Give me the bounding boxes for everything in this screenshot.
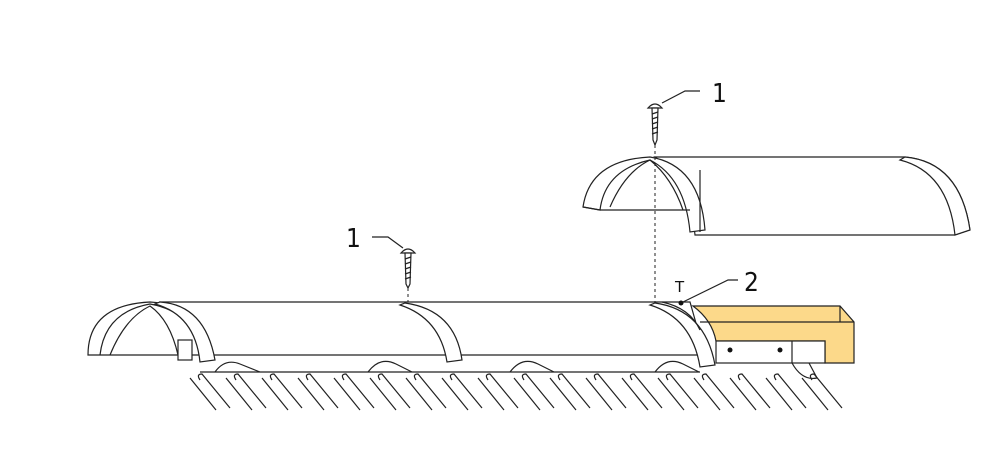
tile-edge [477,377,505,411]
tile-edge [801,377,829,411]
tile-slat [197,373,231,409]
roof-tiles [189,360,843,411]
leader-line [682,279,738,303]
tile-crest [214,361,261,373]
tile-crest [509,360,555,373]
tile-edge [405,377,433,411]
tile-edge [189,377,217,411]
tile-slat [449,373,483,409]
tile-edge [297,377,325,411]
tile-slat [233,373,267,409]
callout-1-lower: 1 [346,224,361,254]
tile-edge [333,377,361,411]
tile-slat [377,373,411,409]
nail-hole [777,347,783,353]
seal-point [678,300,684,306]
tile-edge [765,377,793,411]
new-ridge-cap [582,156,971,236]
tile-crest [654,360,700,373]
callout-1-upper: 1 [712,79,727,109]
nail-hole [727,347,733,353]
tile-crest [367,360,413,373]
tape-marker-label: T [674,278,685,296]
screws [399,103,664,302]
tile-slat [521,373,555,409]
tile-slat [413,373,447,409]
tile-edge [513,377,541,411]
leader-line [661,90,700,104]
tile-slat [701,373,735,409]
tile-slat [305,373,339,409]
tile-slat [629,373,663,409]
ridge-batten [691,305,855,380]
tile-slat [485,373,519,409]
tile-slat [269,373,303,409]
tile-edge [261,377,289,411]
tile-edge [369,377,397,411]
tile-slat [593,373,627,409]
tile-slat [737,373,771,409]
installed-ridge-caps [87,301,716,373]
cap-joint [648,302,716,368]
tile-edge [657,377,685,411]
tile-edge [225,377,253,411]
leader-line [372,236,404,249]
tile-edge [693,377,721,411]
tile-edge [549,377,577,411]
callout-2: 2 [744,268,759,298]
tile-slat [557,373,591,409]
tile-slat [665,373,699,409]
tile-edge [729,377,757,411]
wood-batten [691,305,855,364]
screw-icon [646,103,664,147]
screw-icon [399,248,417,290]
tile-slat [809,373,843,409]
ridge-bracket [715,340,826,364]
tile-edge [441,377,469,411]
tile-edge [585,377,613,411]
tile-edge [621,377,649,411]
tile-slat [773,373,807,409]
cap-joint [398,302,463,363]
tile-slat [341,373,375,409]
